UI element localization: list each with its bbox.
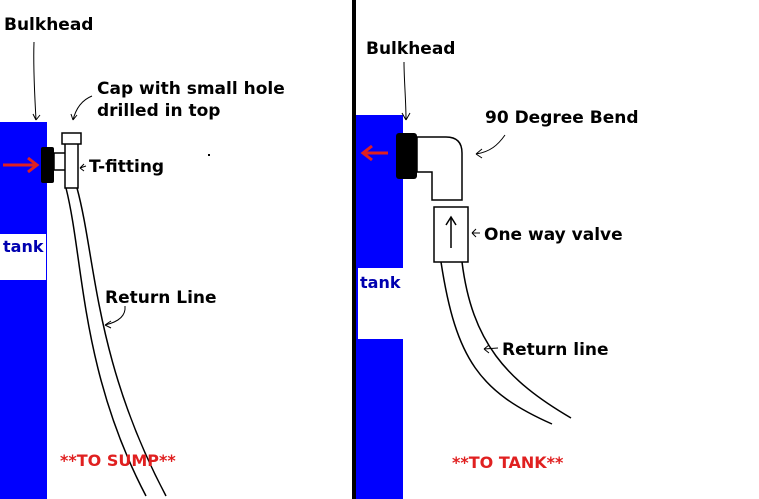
right-outflow-arrow-icon [360, 144, 388, 162]
left-bulkhead-label: Bulkhead [4, 15, 94, 35]
valve-label: One way valve [484, 225, 623, 245]
left-tank-label: tank [3, 237, 44, 256]
panel-divider [352, 0, 356, 499]
left-inflow-arrow-icon [3, 156, 40, 174]
valve-pointer [471, 228, 480, 238]
ninety-degree-bend [416, 136, 463, 201]
left-pointers [32, 41, 126, 329]
cap-label-line1: Cap with small hole [97, 79, 285, 99]
to-tank-label: **TO TANK** [452, 453, 564, 472]
r-returnline-pointer [483, 344, 499, 354]
valve-up-arrow-icon [445, 215, 457, 248]
right-return-hose [440, 261, 572, 425]
stray-dot [208, 154, 210, 156]
cap-label-line2: drilled in top [97, 101, 221, 121]
left-tank-label-box [0, 234, 46, 280]
bend-pointer [475, 134, 506, 159]
left-return-hose [65, 187, 167, 497]
right-tank-label-box [358, 268, 403, 339]
right-bulkhead [396, 133, 417, 179]
cap [61, 132, 82, 145]
bend-label: 90 Degree Bend [485, 108, 639, 128]
returnline-pointer [104, 305, 126, 329]
right-pointers [401, 61, 506, 354]
r-bulkhead-pointer [401, 61, 411, 121]
right-return-label: Return line [502, 340, 609, 360]
left-bulkhead [41, 147, 54, 183]
to-sump-label: **TO SUMP** [60, 451, 176, 470]
tfitting-pointer [79, 163, 87, 172]
tfitting-label: T-fitting [89, 157, 165, 177]
left-panel [0, 41, 210, 499]
cap-pointer [70, 95, 93, 121]
right-bulkhead-label: Bulkhead [366, 39, 456, 59]
t-fitting [53, 132, 82, 189]
left-tank-wall [0, 122, 47, 499]
left-return-label: Return Line [105, 288, 217, 308]
right-panel [356, 61, 572, 499]
right-tank-label: tank [360, 273, 401, 292]
bulkhead-pointer [32, 41, 41, 121]
